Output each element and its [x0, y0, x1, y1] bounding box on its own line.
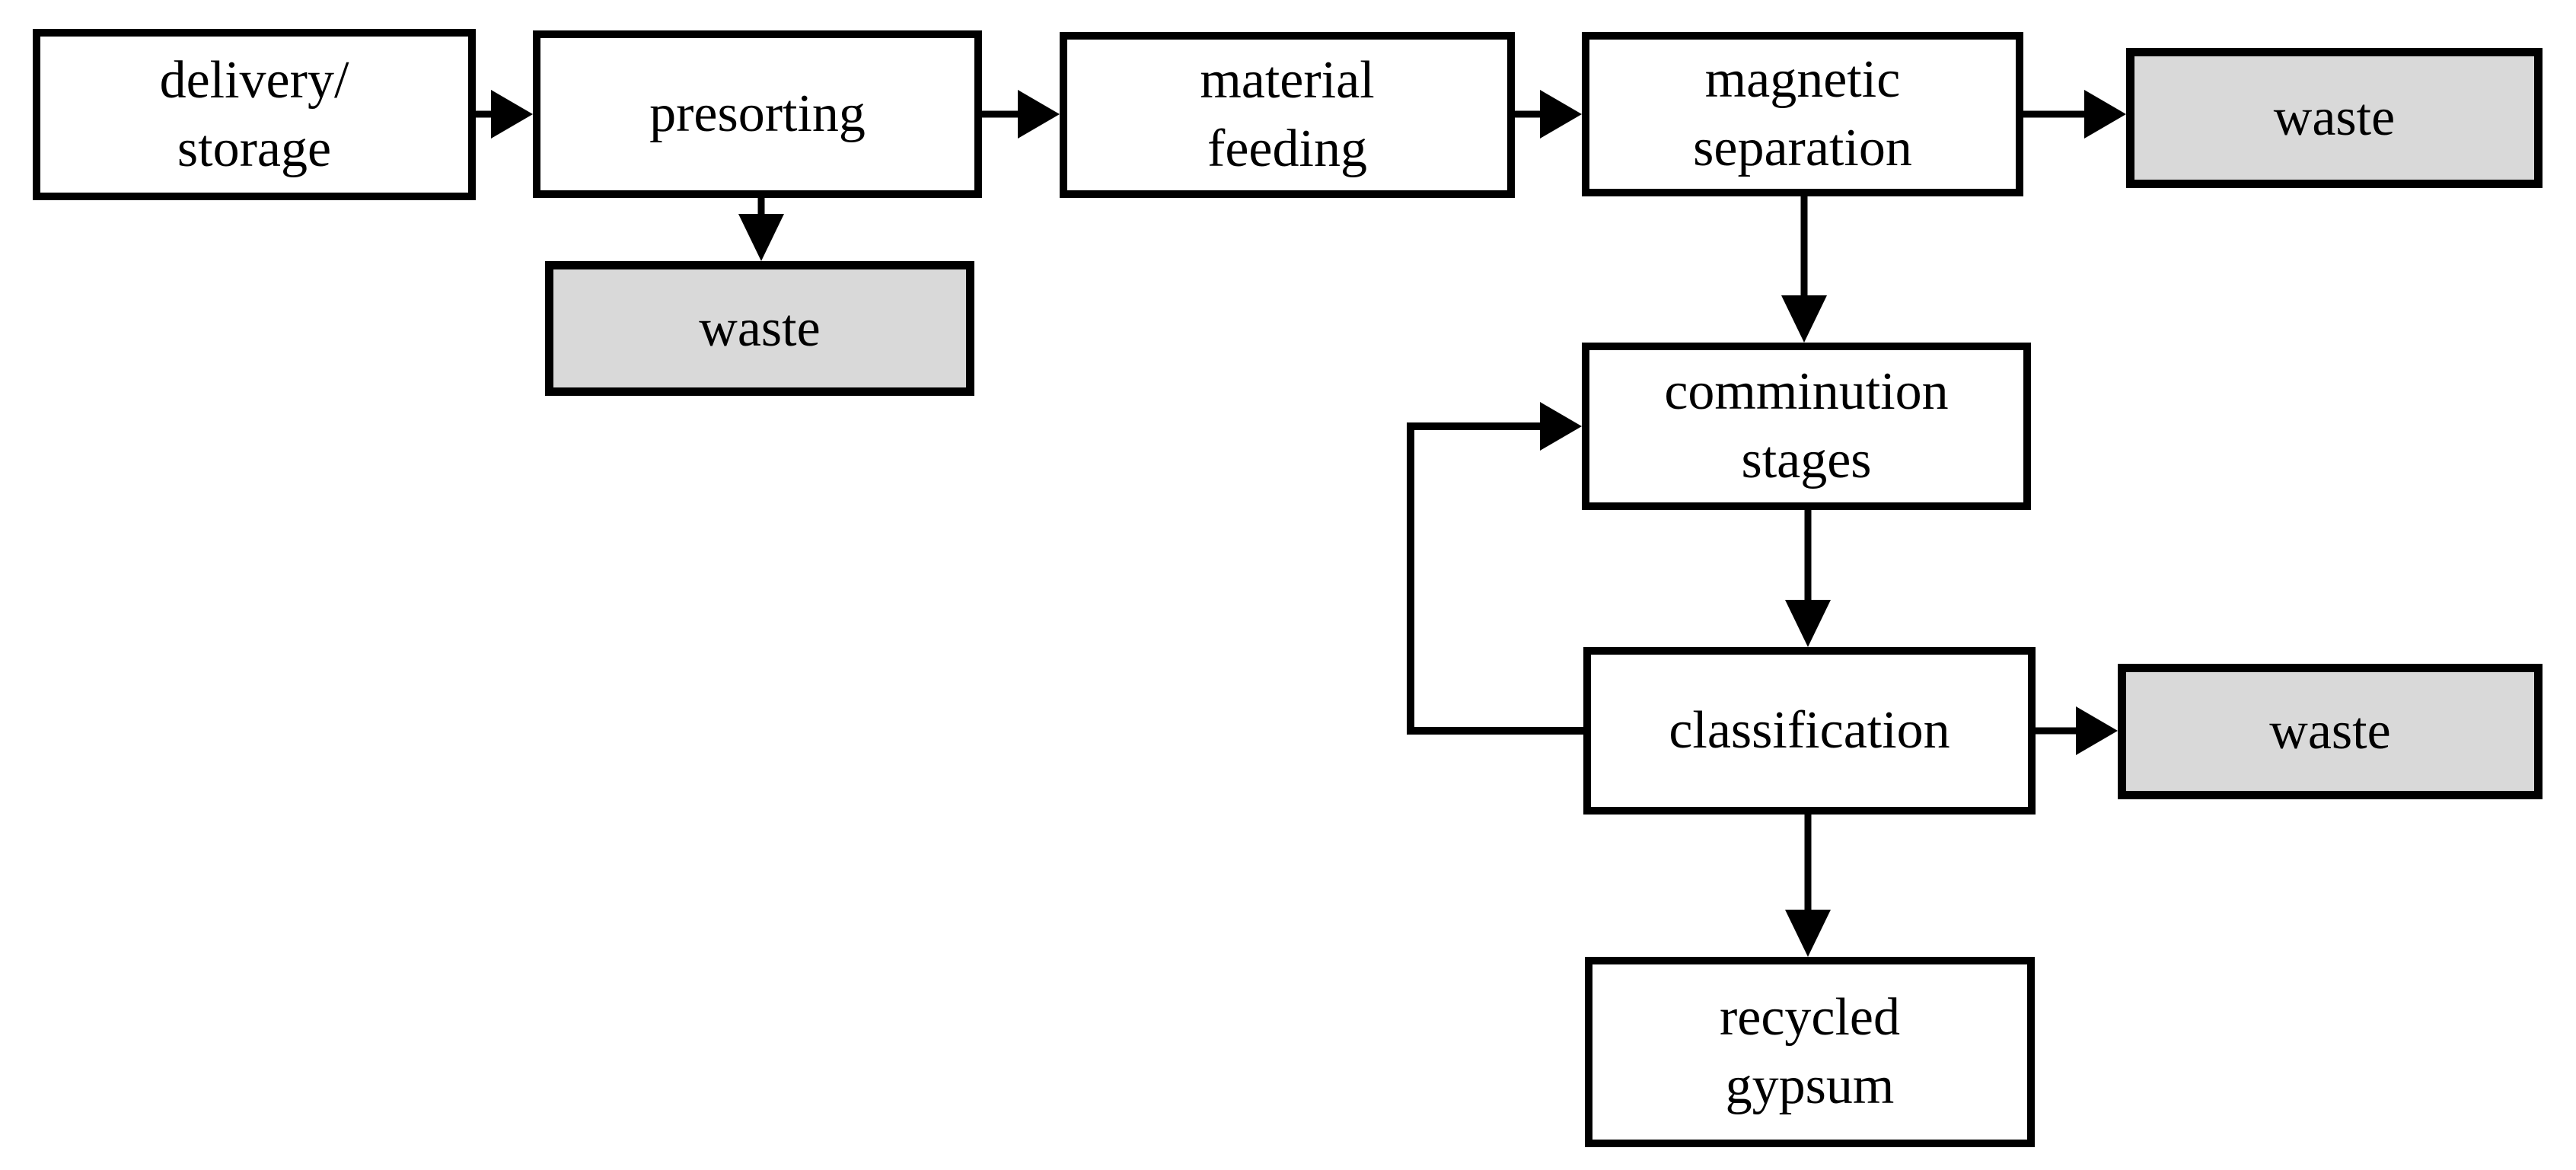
arrow-delivery-to-presorting-head — [491, 90, 533, 139]
arrow-presorting-to-material-head — [1018, 90, 1060, 139]
node-label: material feeding — [1200, 51, 1375, 178]
node-waste-after-magnetic-separation: waste — [2126, 48, 2543, 188]
node-classification: classification — [1583, 647, 2036, 815]
node-label: presorting — [649, 84, 866, 144]
node-label: recycled gypsum — [1719, 988, 1901, 1115]
node-label: comminution stages — [1664, 362, 1949, 489]
node-label: classification — [1669, 701, 1950, 760]
node-comminution-stages: comminution stages — [1582, 343, 2031, 510]
node-presorting: presorting — [533, 30, 982, 198]
node-label: waste — [2269, 702, 2391, 761]
arrow-classification-to-waste-head — [2076, 706, 2118, 755]
node-label: delivery/ storage — [159, 50, 349, 178]
arrow-material-to-magnetic-head — [1540, 90, 1582, 139]
arrow-comminution-to-classification-head — [1785, 600, 1831, 647]
node-label: magnetic separation — [1693, 50, 1912, 177]
node-waste-after-classification: waste — [2118, 664, 2543, 799]
feedback-loop-classification-to-comminution-head — [1540, 402, 1582, 451]
node-label: waste — [699, 298, 821, 358]
arrow-classification-to-recycled-head — [1785, 910, 1831, 957]
feedback-loop-classification-to-comminution-line — [1407, 422, 1583, 735]
arrow-magnetic-to-comminution-head — [1781, 295, 1827, 343]
node-material-feeding: material feeding — [1060, 32, 1515, 198]
node-label: waste — [2273, 88, 2396, 148]
node-delivery-storage: delivery/ storage — [33, 29, 476, 200]
arrow-presorting-to-waste-head — [738, 214, 784, 261]
node-magnetic-separation: magnetic separation — [1582, 32, 2023, 196]
node-waste-after-presorting: waste — [545, 261, 974, 396]
node-recycled-gypsum: recycled gypsum — [1585, 957, 2035, 1147]
arrow-magnetic-to-waste-head — [2084, 90, 2126, 139]
